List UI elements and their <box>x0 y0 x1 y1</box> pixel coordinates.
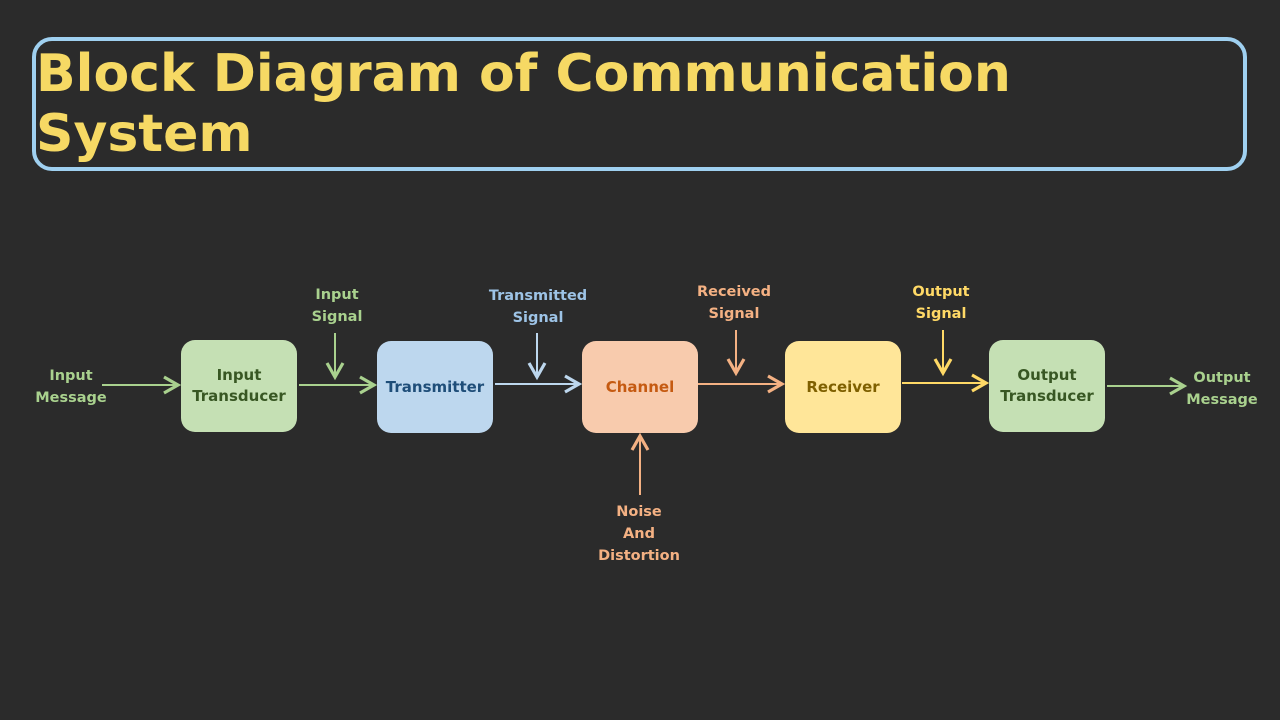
output-signal-label: Output Signal <box>912 284 970 322</box>
output-message-label: Output Message <box>1186 370 1258 408</box>
transmitted-signal-label: Transmitted Signal <box>488 288 588 326</box>
transmitter-block: Transmitter <box>377 341 493 433</box>
input-message-label: Input Message <box>35 368 107 406</box>
input-signal-label: Input Signal <box>311 287 363 325</box>
receiver-block: Receiver <box>785 341 901 433</box>
title-box: Block Diagram of Communication System <box>32 37 1247 171</box>
noise-distortion-label: Noise And Distortion <box>598 504 680 564</box>
channel-block: Channel <box>582 341 698 433</box>
received-signal-label: Received Signal <box>696 284 772 322</box>
page-title: Block Diagram of Communication System <box>36 44 1011 164</box>
output-transducer-block: Output Transducer <box>989 340 1105 432</box>
input-transducer-block: Input Transducer <box>181 340 297 432</box>
